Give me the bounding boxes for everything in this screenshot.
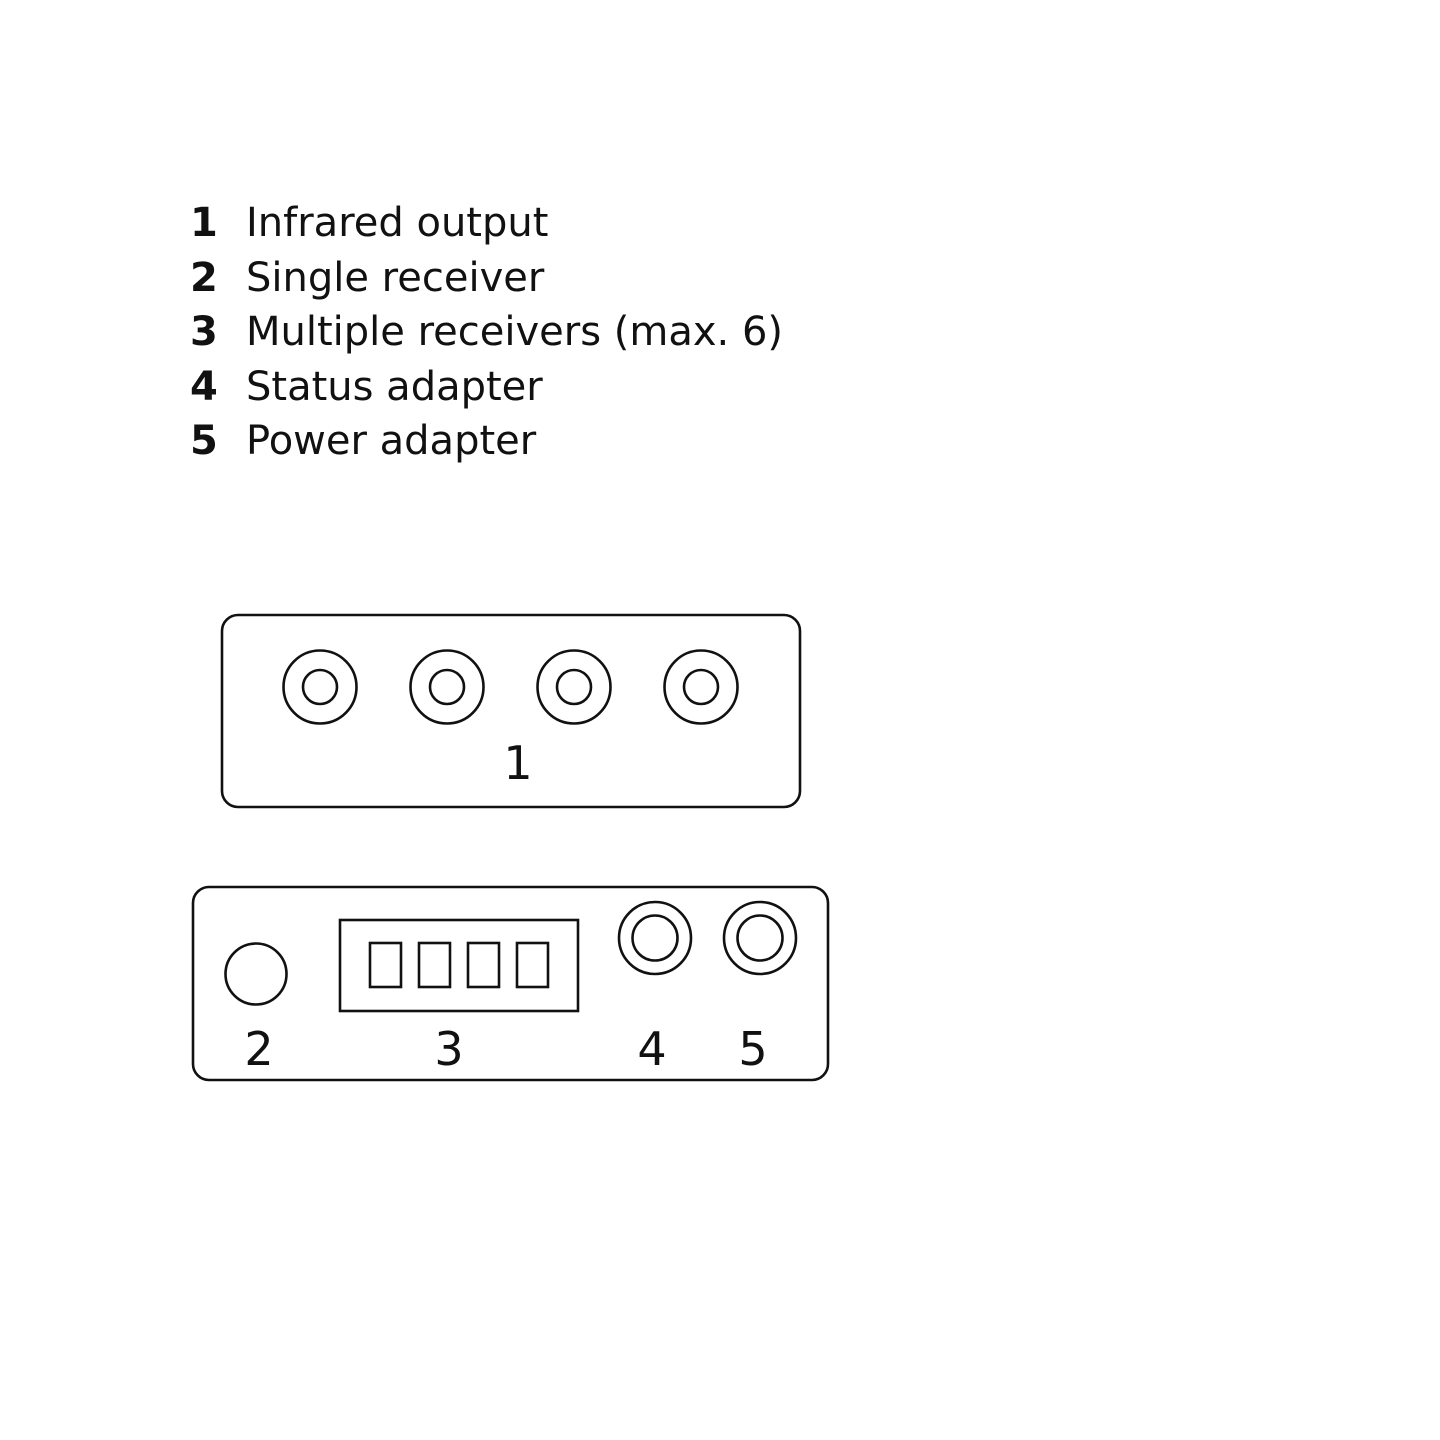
legend-number: 2 xyxy=(190,254,218,301)
legend-number: 4 xyxy=(190,363,218,410)
infrared-output-jack-3 xyxy=(536,649,612,725)
status-adapter-jack xyxy=(617,900,693,976)
power-adapter-jack xyxy=(722,900,798,976)
infrared-output-jack-2 xyxy=(409,649,485,725)
single-receiver-label: 2 xyxy=(244,1022,273,1076)
multiple-receivers-label: 3 xyxy=(434,1022,463,1076)
legend: 1 Infrared output 2 Single receiver 3 Mu… xyxy=(190,196,783,469)
legend-item-infrared-output: 1 Infrared output xyxy=(190,196,783,251)
legend-item-multiple-receivers: 3 Multiple receivers (max. 6) xyxy=(190,305,783,360)
legend-label: Multiple receivers (max. 6) xyxy=(246,309,784,356)
multiple-receivers-connector xyxy=(338,918,580,1013)
top-panel-label: 1 xyxy=(503,736,532,790)
legend-label: Infrared output xyxy=(246,200,549,247)
legend-item-single-receiver: 2 Single receiver xyxy=(190,251,783,306)
legend-item-status-adapter: 4 Status adapter xyxy=(190,360,783,415)
power-adapter-label: 5 xyxy=(738,1022,767,1076)
legend-number: 5 xyxy=(190,418,218,465)
legend-label: Power adapter xyxy=(246,418,537,465)
legend-number: 1 xyxy=(190,200,218,247)
legend-label: Status adapter xyxy=(246,363,543,410)
infrared-output-jack-1 xyxy=(282,649,358,725)
legend-label: Single receiver xyxy=(246,254,545,301)
legend-item-power-adapter: 5 Power adapter xyxy=(190,414,783,469)
top-panel-outline xyxy=(220,613,802,809)
status-adapter-label: 4 xyxy=(637,1022,666,1076)
infrared-output-jack-4 xyxy=(663,649,739,725)
bottom-panel-outline xyxy=(191,885,830,1082)
single-receiver-port xyxy=(224,942,288,1006)
legend-number: 3 xyxy=(190,309,218,356)
